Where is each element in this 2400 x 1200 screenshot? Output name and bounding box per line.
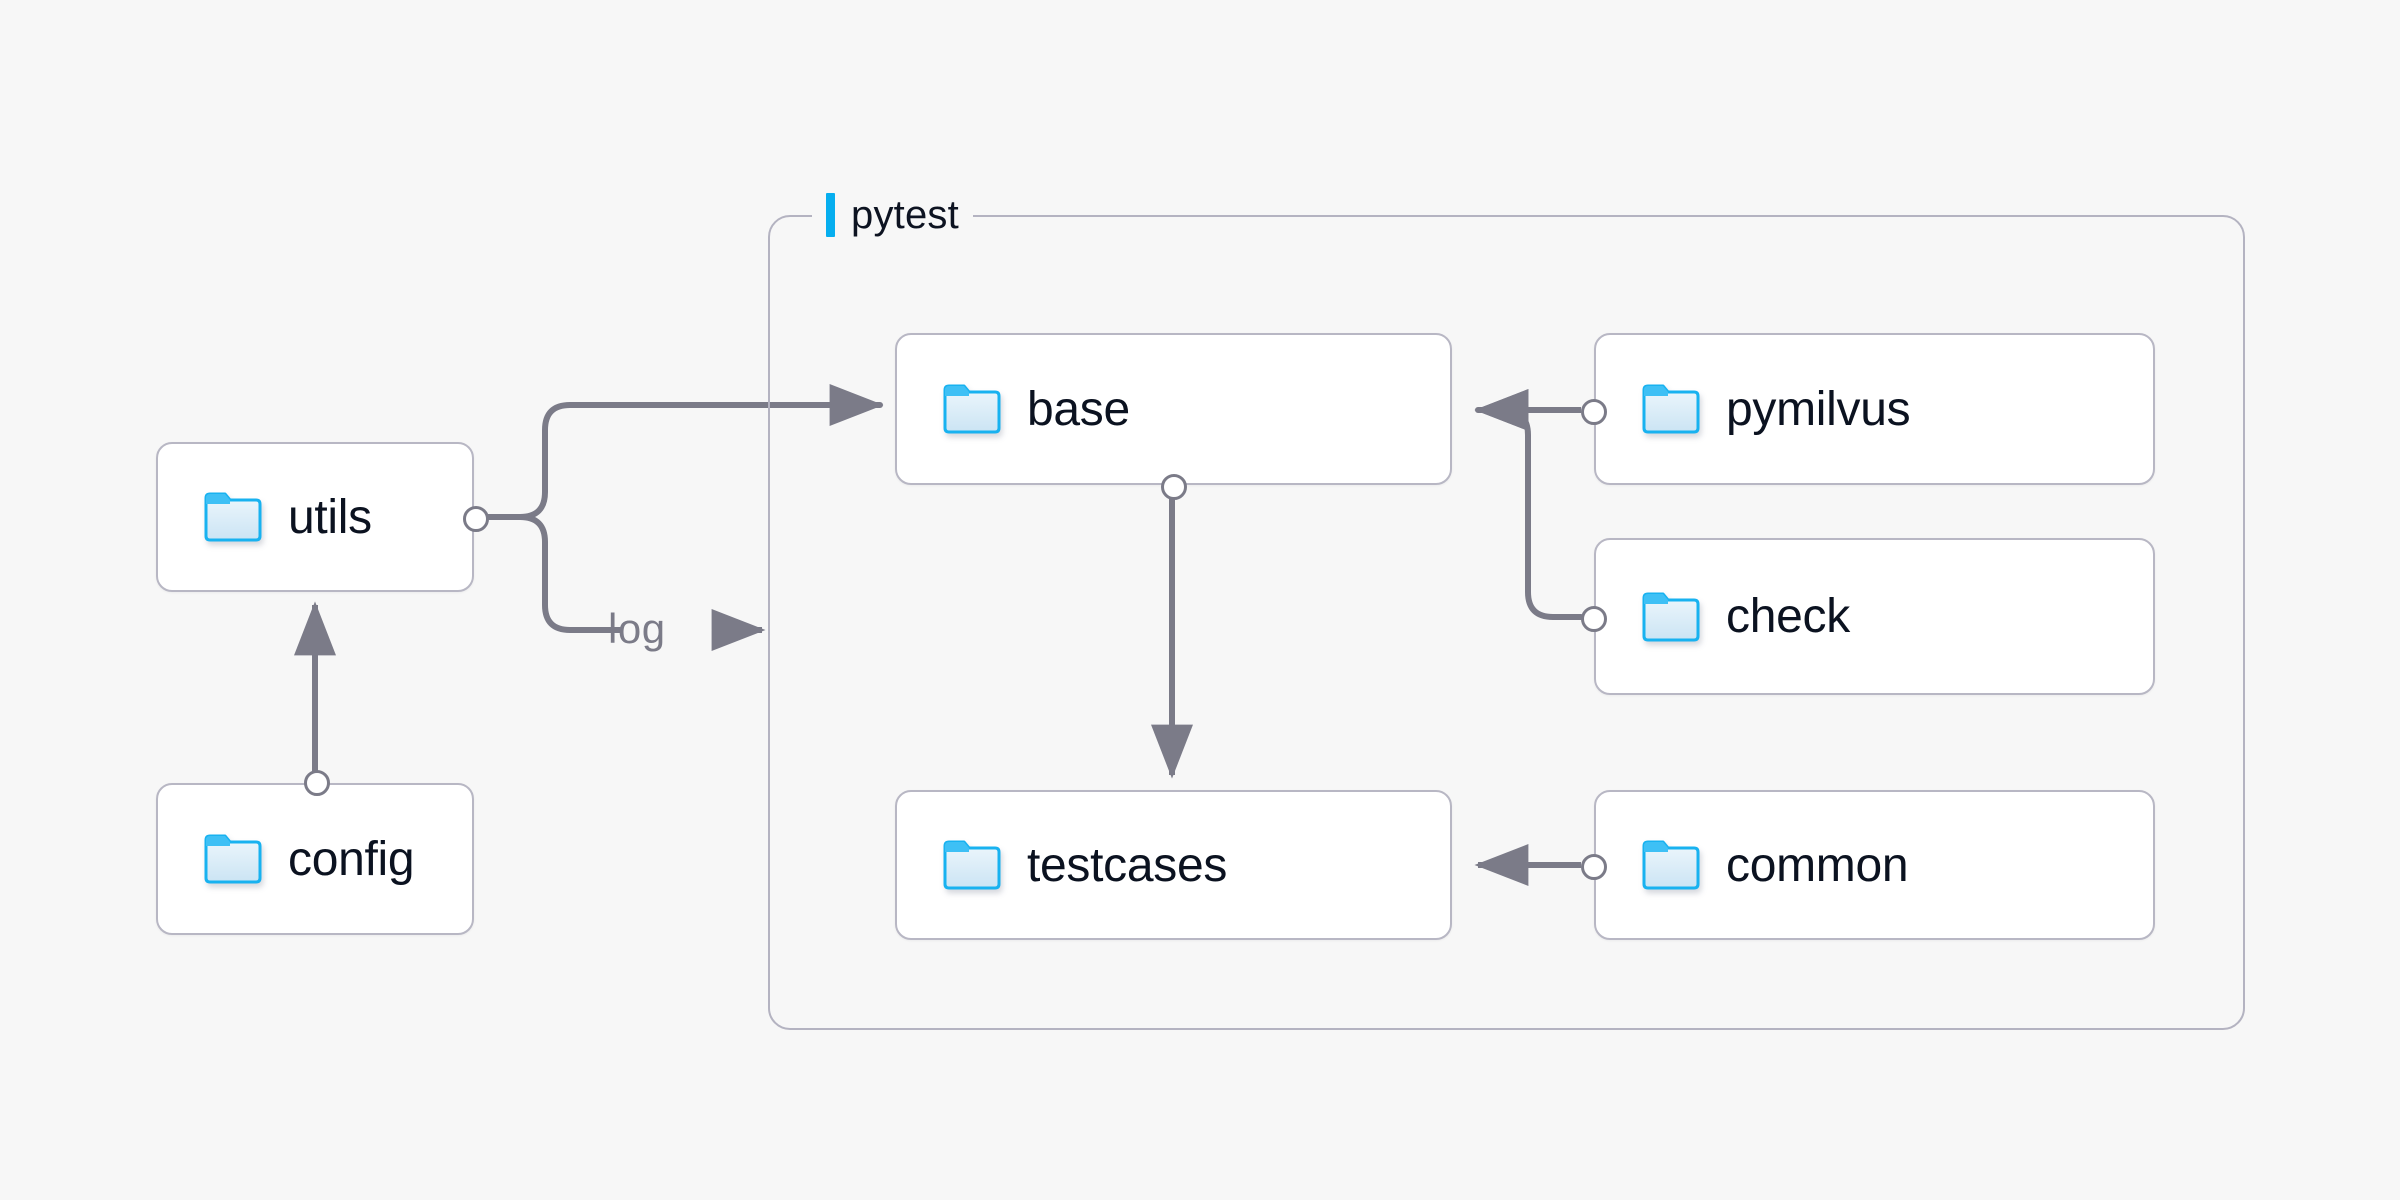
node-pymilvus-label: pymilvus — [1726, 382, 1911, 436]
node-check-content: check — [1596, 589, 1850, 644]
port-config-top[interactable] — [304, 770, 330, 796]
port-common-left[interactable] — [1581, 854, 1607, 880]
node-check[interactable]: check — [1581, 538, 2155, 695]
node-common-content: common — [1596, 838, 1909, 893]
node-testcases-content: testcases — [897, 838, 1227, 893]
node-pymilvus-content: pymilvus — [1596, 382, 1911, 437]
folder-icon — [204, 834, 262, 884]
folder-icon — [204, 492, 262, 542]
folder-icon — [1642, 384, 1700, 434]
group-container-pytest[interactable] — [768, 215, 2245, 1030]
group-label-pytest: pytest — [812, 188, 973, 242]
node-utils-content: utils — [158, 490, 372, 545]
node-pymilvus[interactable]: pymilvus — [1581, 333, 2155, 485]
edge-label-log: log — [608, 605, 666, 653]
port-base-bottom[interactable] — [1161, 474, 1187, 500]
folder-icon — [943, 384, 1001, 434]
node-common[interactable]: common — [1581, 790, 2155, 940]
node-config-label: config — [288, 832, 415, 886]
folder-icon — [1642, 592, 1700, 641]
node-utils[interactable]: utils — [156, 442, 489, 592]
folder-icon — [943, 840, 1001, 890]
node-base-content: base — [897, 382, 1130, 437]
edge-utils-to-log — [484, 514, 623, 633]
node-config[interactable]: config — [156, 770, 474, 935]
accent-bar-icon — [826, 193, 835, 237]
node-utils-label: utils — [288, 490, 372, 544]
node-base-label: base — [1027, 382, 1130, 436]
port-pymilvus-left[interactable] — [1581, 399, 1607, 425]
node-testcases-label: testcases — [1027, 838, 1228, 892]
group-label-text: pytest — [851, 192, 959, 237]
port-utils-right[interactable] — [463, 506, 489, 532]
folder-icon — [1642, 840, 1700, 890]
edge-label-log-text: log — [608, 605, 666, 652]
node-common-label: common — [1726, 838, 1909, 892]
node-testcases[interactable]: testcases — [895, 790, 1452, 940]
node-base[interactable]: base — [895, 333, 1452, 500]
node-check-label: check — [1726, 590, 1850, 643]
node-config-content: config — [158, 832, 415, 887]
port-check-left[interactable] — [1581, 606, 1607, 632]
